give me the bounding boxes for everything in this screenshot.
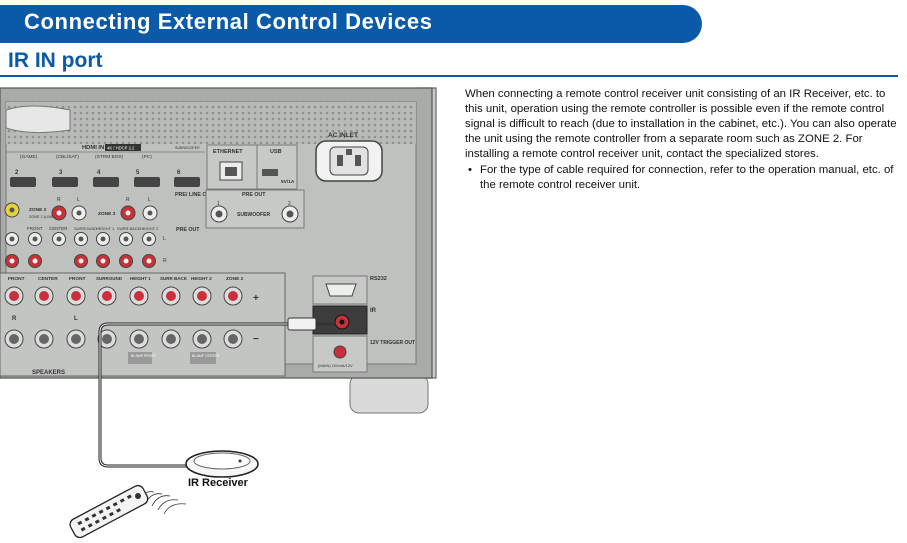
svg-text:ETHERNET: ETHERNET bbox=[213, 149, 243, 155]
svg-text:PRE OUT: PRE OUT bbox=[242, 192, 266, 198]
svg-text:PRE OUT: PRE OUT bbox=[176, 227, 200, 233]
svg-text:BI-AMP CENTER: BI-AMP CENTER bbox=[192, 354, 220, 358]
ir-receiver: IR Receiver bbox=[185, 450, 259, 489]
svg-text:IR: IR bbox=[370, 308, 377, 314]
svg-text:(STRM BOX): (STRM BOX) bbox=[95, 154, 124, 160]
section-divider bbox=[0, 75, 898, 77]
bullet-text: For the type of cable required for conne… bbox=[480, 164, 894, 191]
svg-text:(MAIN) 100mA/12V: (MAIN) 100mA/12V bbox=[318, 363, 353, 368]
svg-text:12V TRIGGER OUT: 12V TRIGGER OUT bbox=[370, 340, 415, 346]
ac-inlet: AC INLET bbox=[315, 132, 383, 182]
svg-text:SUB/WOOFER: SUB/WOOFER bbox=[175, 146, 200, 150]
note-bullet: • For the type of cable required for con… bbox=[465, 163, 897, 193]
svg-text:SURROUND: SURROUND bbox=[74, 226, 97, 231]
connection-diagram: AC INLET HDMI IN 4K / HDCP 2.2 SUB/WOOFE… bbox=[0, 87, 437, 539]
bullet-marker: • bbox=[468, 164, 472, 176]
svg-text:(CBL/SAT): (CBL/SAT) bbox=[56, 154, 79, 160]
svg-text:R: R bbox=[126, 197, 130, 203]
foot bbox=[349, 374, 429, 414]
svg-text:R: R bbox=[163, 258, 167, 264]
svg-text:3: 3 bbox=[59, 170, 63, 176]
svg-text:HDMI IN: HDMI IN bbox=[82, 145, 104, 151]
svg-text:1: 1 bbox=[217, 201, 220, 207]
svg-text:L: L bbox=[77, 197, 80, 203]
svg-text:HEIGHT 1: HEIGHT 1 bbox=[96, 226, 115, 231]
svg-text:CENTER: CENTER bbox=[49, 226, 68, 231]
svg-text:ZONE 2 (LINE OUT): ZONE 2 (LINE OUT) bbox=[29, 215, 65, 219]
svg-text:−: − bbox=[253, 334, 259, 345]
svg-text:HEIGHT 2: HEIGHT 2 bbox=[140, 226, 159, 231]
ir-cable bbox=[98, 317, 335, 468]
svg-text:5V/1A: 5V/1A bbox=[281, 179, 295, 185]
svg-text:(PC): (PC) bbox=[142, 154, 152, 160]
svg-text:+: + bbox=[253, 293, 259, 304]
svg-text:ZONE 2: ZONE 2 bbox=[226, 276, 244, 282]
pre-out-group: PRE/ LINE OUT PRE OUT 1 2 SUBWOOFER bbox=[175, 189, 305, 229]
svg-text:SUBWOOFER: SUBWOOFER bbox=[237, 212, 270, 218]
hdmi-port-5: (PC) 5 bbox=[134, 154, 160, 187]
svg-text:R: R bbox=[12, 316, 17, 322]
svg-text:(GAME): (GAME) bbox=[20, 154, 38, 160]
remote-controller bbox=[69, 484, 149, 539]
svg-text:2: 2 bbox=[15, 170, 19, 176]
svg-text:ZONE 2: ZONE 2 bbox=[29, 207, 47, 213]
svg-text:FRONT: FRONT bbox=[8, 276, 25, 282]
svg-text:USB: USB bbox=[270, 149, 282, 155]
svg-text:BI-AMP FRONT: BI-AMP FRONT bbox=[131, 354, 157, 358]
svg-text:2: 2 bbox=[288, 201, 291, 207]
title-banner: Connecting External Control Devices bbox=[0, 5, 702, 43]
svg-text:6: 6 bbox=[177, 170, 181, 176]
svg-text:L: L bbox=[74, 316, 78, 322]
antenna-base bbox=[5, 105, 71, 134]
svg-text:SURR BACK: SURR BACK bbox=[160, 276, 188, 281]
svg-text:R: R bbox=[57, 197, 61, 203]
vent-grille bbox=[6, 102, 416, 144]
hdmi-port-3: (CBL/SAT) 3 bbox=[52, 154, 79, 187]
svg-text:FRONT: FRONT bbox=[27, 226, 43, 231]
svg-text:HEIGHT 2: HEIGHT 2 bbox=[191, 276, 212, 281]
svg-text:CENTER: CENTER bbox=[38, 276, 58, 282]
svg-text:SPEAKERS: SPEAKERS bbox=[32, 370, 65, 376]
svg-text:SURR BACK: SURR BACK bbox=[117, 226, 141, 231]
description-paragraph: When connecting a remote control receive… bbox=[465, 88, 897, 160]
svg-text:L: L bbox=[163, 236, 166, 242]
svg-text:ZONE 3: ZONE 3 bbox=[98, 211, 116, 217]
hdmi-port-6: 6 bbox=[174, 170, 200, 187]
svg-text:5: 5 bbox=[136, 170, 140, 176]
pre-out-channel-row: PRE OUT FRONT CENTER SURROUND HEIGHT 1 S… bbox=[5, 226, 200, 268]
control-ports: RS232 IR 12V TRIGGER OUT (MAIN) 100mA/12… bbox=[312, 275, 415, 373]
svg-text:IR Receiver: IR Receiver bbox=[188, 477, 249, 489]
svg-text:SURROUND: SURROUND bbox=[96, 276, 123, 281]
svg-text:FRONT: FRONT bbox=[69, 276, 86, 282]
page-title: Connecting External Control Devices bbox=[24, 9, 433, 34]
svg-text:HEIGHT 1: HEIGHT 1 bbox=[130, 276, 151, 281]
svg-text:4: 4 bbox=[97, 170, 101, 176]
svg-text:4K / HDCP 2.2: 4K / HDCP 2.2 bbox=[107, 146, 135, 151]
hdmi-port-4: (STRM BOX) 4 bbox=[93, 154, 124, 187]
hdmi-port-2: (GAME) 2 bbox=[10, 154, 38, 187]
section-title: IR IN port bbox=[8, 49, 103, 72]
mini-plug bbox=[287, 317, 317, 331]
svg-text:L: L bbox=[148, 197, 151, 203]
svg-text:RS232: RS232 bbox=[370, 276, 387, 282]
network-ports: ETHERNET USB 5V/1A bbox=[206, 144, 298, 190]
hdmi-in-group: HDMI IN 4K / HDCP 2.2 SUB/WOOFER (GAME) … bbox=[6, 144, 205, 187]
svg-text:AC INLET: AC INLET bbox=[328, 132, 358, 139]
svg-text:PRE/ LINE OUT: PRE/ LINE OUT bbox=[175, 192, 214, 198]
zone-pre-out-row: ZONE 2 ZONE 2 (LINE OUT) R L ZONE 3 R L bbox=[4, 197, 158, 221]
description-text: When connecting a remote control receive… bbox=[465, 87, 897, 193]
ir-signal-waves bbox=[139, 491, 187, 515]
